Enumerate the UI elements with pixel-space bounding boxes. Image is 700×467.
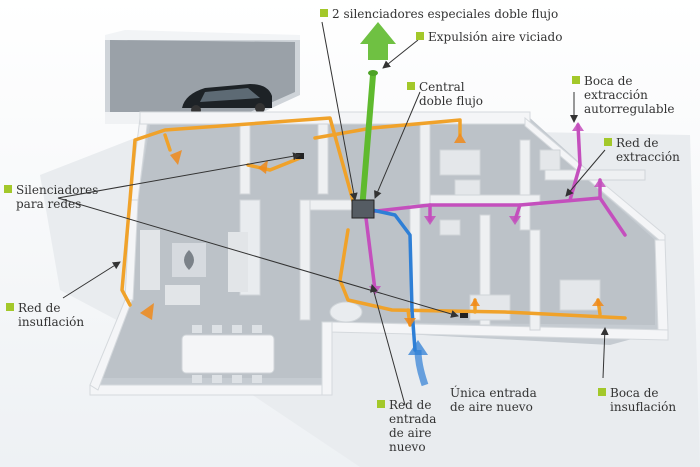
label-marker [320,9,328,17]
exhaust-arrow [360,22,396,60]
label-fresh-air-network: Red de entrada de aire nuevo [377,398,436,454]
label-silencers-special: 2 silenciadores especiales doble flujo [320,7,558,21]
label-marker [416,32,424,40]
central-unit [351,199,375,219]
leader-lines [57,21,609,406]
insufflation-ducts [120,116,627,327]
label-marker [604,138,612,146]
label-exhaust-air: Expulsión aire viciado [416,30,562,44]
label-marker [572,76,580,84]
label-marker [377,400,385,408]
label-marker [598,388,606,396]
label-insufflation-mouth: Boca de insuflación [598,386,676,414]
bedroom-furniture [329,149,601,323]
car [182,84,272,115]
label-extraction-network: Red de extracción [604,136,680,164]
label-network-silencers: Silenciadores para redes [4,183,98,211]
interior-walls [239,123,646,331]
label-single-fresh-air-inlet: Única entrada de aire nuevo [450,386,537,414]
living-room-furniture [140,230,248,305]
label-marker [6,303,14,311]
fresh-air-inlet-arrow [408,340,429,387]
dining-table [181,325,275,383]
label-marker [407,82,415,90]
label-insufflation-network: Red de insuflación [6,301,84,329]
fresh-air-ducts [370,208,417,352]
label-central-unit: Central doble flujo [407,80,483,108]
label-extraction-mouth: Boca de extracción autorregulable [572,74,675,116]
exhaust-duct [359,70,378,213]
label-marker [4,185,12,193]
extraction-arrows [369,122,606,295]
insufflation-arrows [140,133,604,327]
